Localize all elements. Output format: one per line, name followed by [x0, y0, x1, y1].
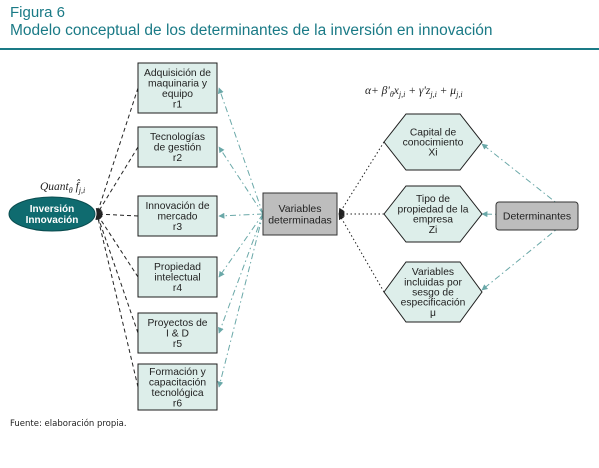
- quantile-formula: Quantθ f̂j,i: [40, 179, 85, 195]
- edge-hex3-to-variables: [338, 213, 385, 293]
- formulas: Quantθ f̂j,i α+ β'θxj,i + γ'zj,i + μj,i: [40, 85, 463, 195]
- edge-r1-to-innovation: [95, 87, 139, 215]
- r-box-5: [137, 312, 218, 354]
- determinants-box-label: Determinantes: [503, 211, 571, 223]
- source-note: Fuente: elaboración propia.: [10, 419, 127, 429]
- model-formula: α+ β'θxj,i + γ'zj,i + μj,i: [365, 85, 463, 99]
- edge-variables-to-r3: [218, 212, 264, 219]
- variables-box: [262, 192, 338, 236]
- hexagon-1: [383, 113, 483, 171]
- r-box-6: [137, 363, 218, 411]
- edge-r2-to-innovation: [96, 146, 139, 215]
- edge-variables-to-r1: [217, 87, 264, 215]
- edge-determinants-to-hex3: [481, 215, 574, 291]
- r-box-3: [137, 195, 218, 237]
- edge-variables-to-r4: [218, 213, 264, 278]
- r-box-4: [137, 256, 218, 298]
- hexagon-3: [383, 261, 483, 323]
- edge-variables-to-r5: [218, 213, 264, 334]
- figure-label: Figura 6: [10, 4, 66, 21]
- r-box-2: [137, 126, 218, 168]
- edge-r6-to-innovation: [95, 213, 139, 388]
- edge-r5-to-innovation: [95, 213, 139, 334]
- determinants-box: [495, 201, 579, 231]
- edge-r3-to-innovation: [96, 211, 139, 218]
- hexagon-2: [383, 185, 483, 243]
- innovation-ellipse: [8, 196, 96, 232]
- edge-r4-to-innovation: [96, 213, 139, 278]
- edge-hex1-to-variables: [338, 141, 385, 215]
- title-rule: [0, 48, 599, 50]
- r-box-1: [137, 62, 218, 114]
- edge-variables-to-r6: [217, 213, 264, 388]
- edge-variables-to-r2: [218, 146, 264, 215]
- figure-title: Modelo conceptual de los determinantes d…: [10, 22, 493, 39]
